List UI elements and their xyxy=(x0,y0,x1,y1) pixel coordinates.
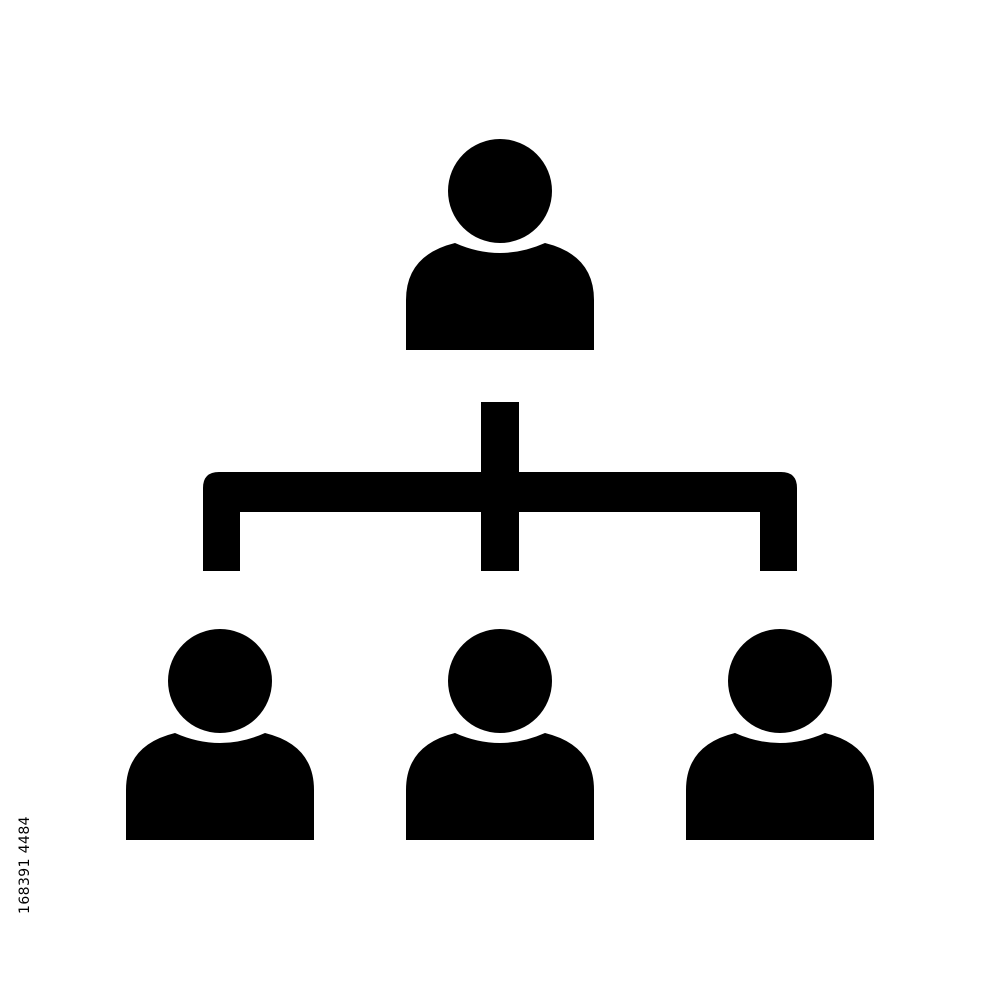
bottom-center-person-icon xyxy=(406,629,594,840)
top-person-head xyxy=(448,139,552,243)
connector-horizontal-branch xyxy=(203,472,797,571)
bottom-left-person-body xyxy=(126,733,314,840)
stock-id-text: 168391 4484 xyxy=(17,816,33,914)
bottom-right-person-icon xyxy=(686,629,874,840)
top-person-icon xyxy=(406,139,594,350)
stock-id-label: 168391 4484 xyxy=(14,750,36,980)
bottom-center-person-body xyxy=(406,733,594,840)
bottom-left-person-icon xyxy=(126,629,314,840)
top-person-body xyxy=(406,243,594,350)
bottom-left-person-head xyxy=(168,629,272,733)
bottom-right-person-head xyxy=(728,629,832,733)
hierarchy-connector xyxy=(203,402,797,571)
bottom-right-person-body xyxy=(686,733,874,840)
bottom-center-person-head xyxy=(448,629,552,733)
